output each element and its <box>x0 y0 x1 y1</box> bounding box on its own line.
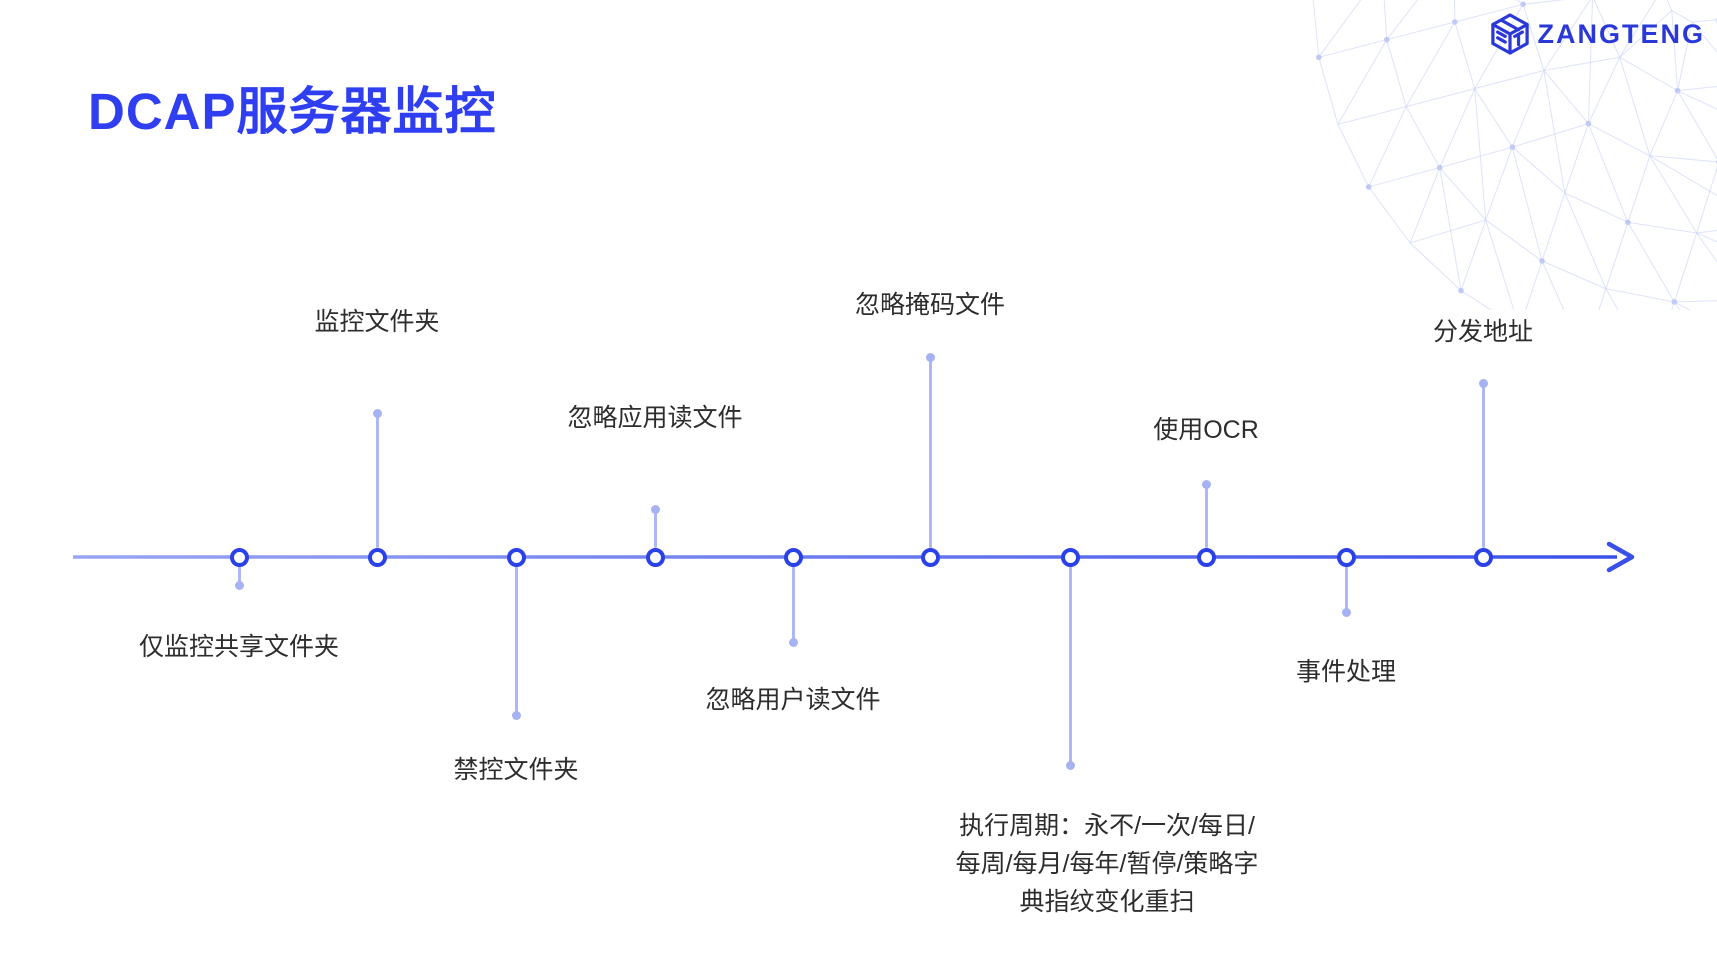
node-dot <box>234 581 244 590</box>
timeline-node-label: 监控文件夹 <box>314 308 440 336</box>
timeline-node-marker <box>367 547 387 567</box>
timeline-node-marker <box>506 547 526 567</box>
timeline-node-marker <box>920 547 940 567</box>
node-stem <box>237 566 241 586</box>
cube-logo-icon <box>1490 13 1529 55</box>
page-title: DCAP服务器监控 <box>88 83 497 140</box>
timeline-node-marker <box>645 547 665 567</box>
node-stem <box>791 566 795 643</box>
timeline-node-label: 忽略用户读文件 <box>705 686 881 714</box>
node-dot <box>1065 761 1075 770</box>
exec-cycle-line-2: 每周/每月/每年/暂停/策略字 <box>955 850 1259 878</box>
node-stem <box>928 358 932 548</box>
exec-cycle-line-3: 典指纹变化重扫 <box>1019 888 1195 916</box>
node-stem <box>375 414 379 548</box>
timeline-node-label: 使用OCR <box>1153 416 1259 444</box>
node-stem <box>514 566 518 716</box>
timeline-node-label: 事件处理 <box>1295 658 1397 686</box>
timeline-node-label: 禁控文件夹 <box>453 756 579 784</box>
node-dot <box>788 638 798 647</box>
brand-logo: ZANGTENG <box>1490 13 1706 55</box>
timeline-node-marker <box>1473 547 1493 567</box>
timeline-node-marker <box>1060 547 1080 567</box>
timeline-node-marker <box>783 547 803 567</box>
timeline-node-label: 忽略掩码文件 <box>854 291 1006 319</box>
node-dot <box>511 711 521 720</box>
brand-name: ZANGTENG <box>1537 18 1705 49</box>
timeline-node-marker <box>229 547 249 567</box>
timeline-node-label: 仅监控共享文件夹 <box>138 633 340 661</box>
axis-arrowhead-icon <box>1606 541 1635 573</box>
timeline-node-marker <box>1336 547 1356 567</box>
node-dot <box>925 353 935 362</box>
node-stem <box>1068 566 1072 766</box>
timeline-node-marker <box>1196 547 1216 567</box>
exec-cycle-line-1: 执行周期：永不/一次/每日/ <box>959 812 1255 840</box>
node-stem <box>653 510 657 548</box>
node-dot <box>650 505 660 514</box>
timeline-node-label: 分发地址 <box>1432 318 1534 346</box>
node-dot <box>372 409 382 418</box>
node-dot <box>1201 480 1211 489</box>
node-dot <box>1478 379 1488 388</box>
node-stem <box>1481 384 1485 548</box>
node-dot <box>1341 608 1351 617</box>
node-stem <box>1204 485 1208 548</box>
timeline-node-label: 忽略应用读文件 <box>567 404 743 432</box>
timeline-node-label: 执行周期：永不/一次/每日/ 每周/每月/每年/暂停/策略字 典指纹变化重扫 <box>956 807 1259 921</box>
node-stem <box>1344 566 1348 613</box>
